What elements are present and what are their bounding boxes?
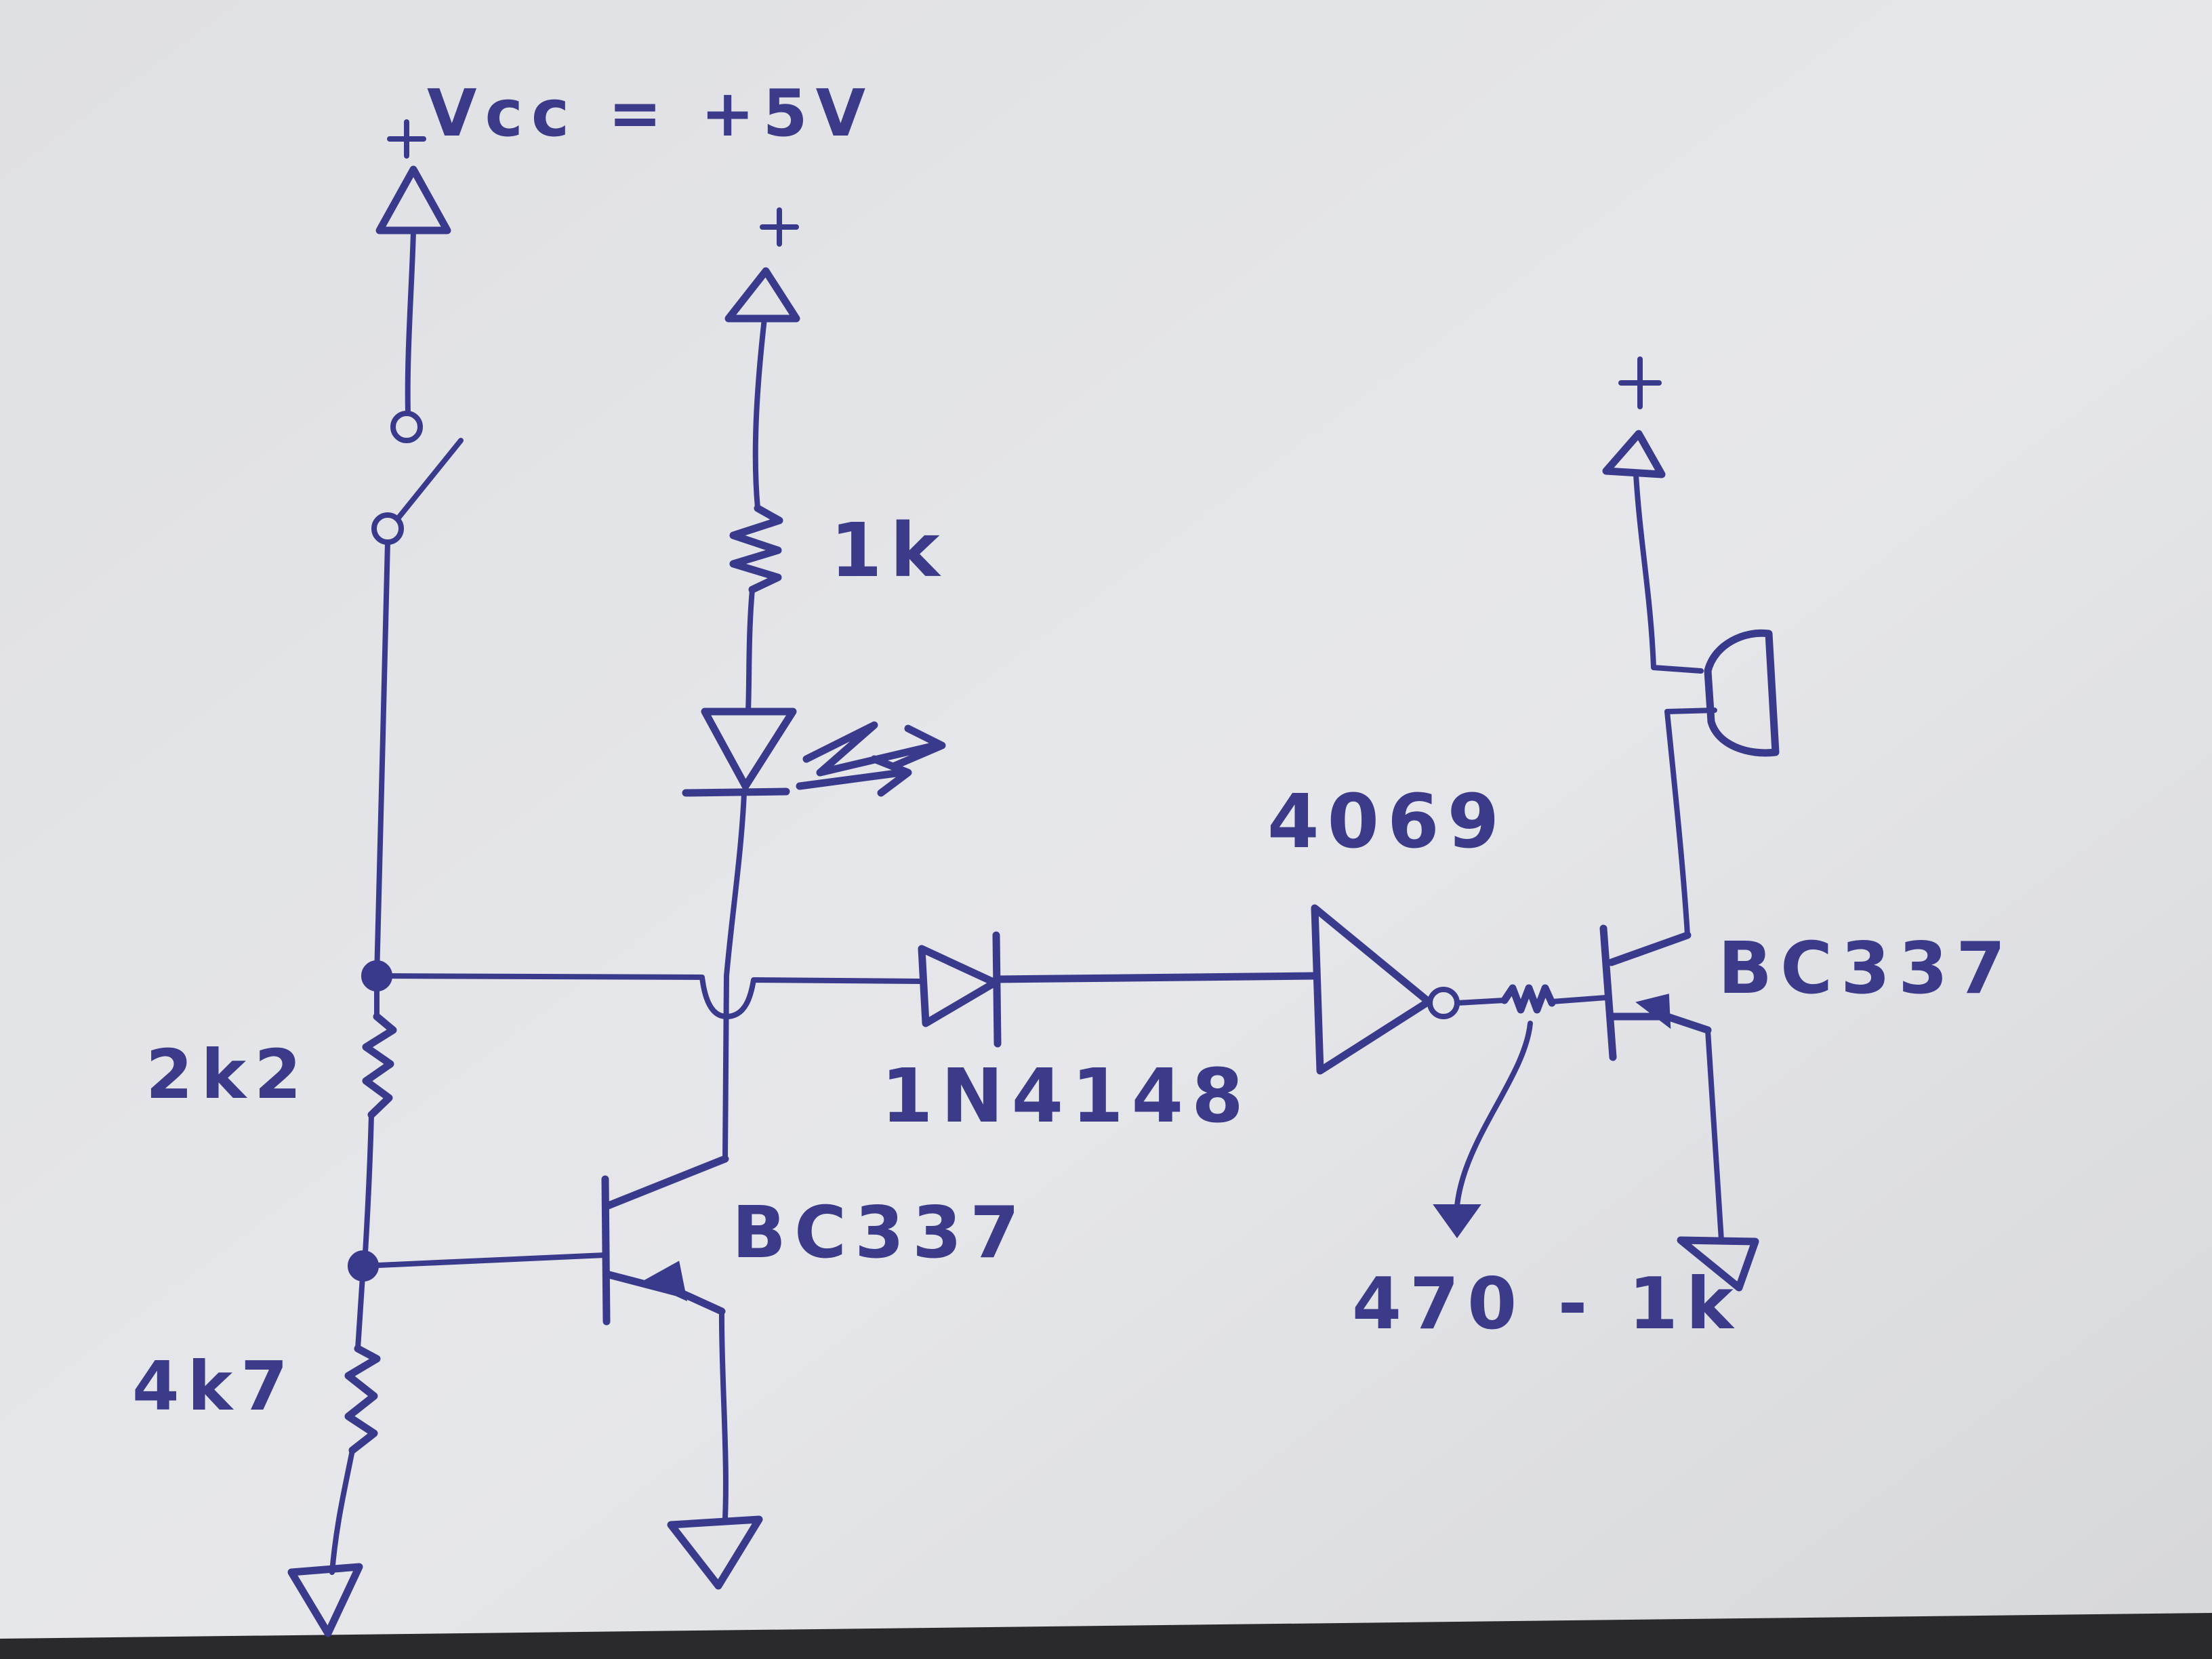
light-arrow-icon (796, 755, 912, 797)
plus-sign-icon (760, 207, 799, 247)
buzzer (1664, 629, 1780, 757)
base-bar-icon (1599, 924, 1617, 1061)
emitter-arrow-icon (1635, 994, 1671, 1029)
diode-1n4148: 1N4148 (881, 931, 1252, 1139)
resistor-1k-label: 1k (830, 507, 948, 594)
resistor-2k2: 2k2 (146, 973, 397, 1267)
collector-lead (1607, 931, 1692, 966)
plus-sign-icon (387, 119, 426, 159)
collector-lead (602, 1155, 729, 1210)
vcc-supply-left: Vcc = +5V (375, 77, 874, 234)
wire (329, 1448, 355, 1575)
emitter-arrow-icon (642, 1261, 688, 1302)
transistor-q1-label: BC337 (732, 1191, 1027, 1274)
wire-base (361, 1252, 608, 1269)
wire-node-to-hop (374, 973, 924, 1019)
resistor-zigzag-icon (362, 1012, 397, 1119)
led-triangle-icon (701, 708, 797, 790)
led (682, 708, 946, 797)
diode-bar-icon (992, 931, 1002, 1048)
inverter-4069: 4069 (1267, 778, 1507, 1075)
inverter-label: 4069 (1267, 778, 1507, 865)
resistor-zigzag-icon (1500, 984, 1556, 1014)
resistor-zigzag-icon (344, 1345, 381, 1454)
wire-led-to-collector (722, 790, 747, 1162)
table-edge (0, 1613, 2212, 1659)
inverter-triangle-icon (1311, 904, 1433, 1075)
resistor-2k2-label: 2k2 (146, 1035, 310, 1114)
wire (362, 1112, 374, 1267)
ground-icon (287, 1563, 363, 1637)
resistor-4k7: 4k7 (132, 1263, 381, 1575)
switch-contact-top (390, 411, 423, 443)
diode-label: 1N4148 (881, 1052, 1252, 1139)
wire-vcc-to-buzzer (1633, 472, 1704, 674)
ground-icon (667, 1515, 763, 1590)
switch-lever (396, 438, 464, 520)
led-bar-icon (682, 787, 790, 797)
wire (745, 587, 755, 714)
buzzer-body-icon (1704, 629, 1780, 757)
resistor-4k7-label: 4k7 (132, 1347, 296, 1426)
wire-buzzer-to-collector (1664, 709, 1690, 938)
wire (1454, 998, 1507, 1006)
ground-icon (1677, 1236, 1759, 1292)
wire (1549, 995, 1609, 1004)
plus-sign-icon (1618, 356, 1662, 409)
transistor-q2-label: BC337 (1718, 927, 2013, 1010)
diode-triangle-icon (918, 945, 999, 1027)
resistor-1k: 1k (729, 504, 948, 714)
wire (355, 1263, 366, 1351)
resistor-base: 470 - 1k (1352, 984, 1742, 1345)
wire-switch-to-node (374, 539, 390, 979)
wire-vcc-to-1k (752, 316, 767, 511)
resistor-zigzag-icon (729, 504, 783, 594)
wire-vcc-to-switch (405, 228, 416, 416)
wire-diode-to-inverter (992, 972, 1319, 983)
resistor-base-label: 470 - 1k (1352, 1263, 1742, 1345)
vcc-label: Vcc = +5V (427, 77, 874, 151)
transistor-q2: BC337 (1599, 924, 2013, 1243)
buzzer-lead (1664, 708, 1717, 714)
base-bar-icon (601, 1175, 611, 1326)
transistor-q1: BC337 (361, 1155, 1027, 1521)
wire-emitter-to-ground (1705, 1027, 1724, 1243)
wire-emitter-to-ground (718, 1309, 729, 1521)
callout-arrowhead-icon (1433, 1204, 1481, 1239)
callout-arrow (1454, 1021, 1533, 1209)
